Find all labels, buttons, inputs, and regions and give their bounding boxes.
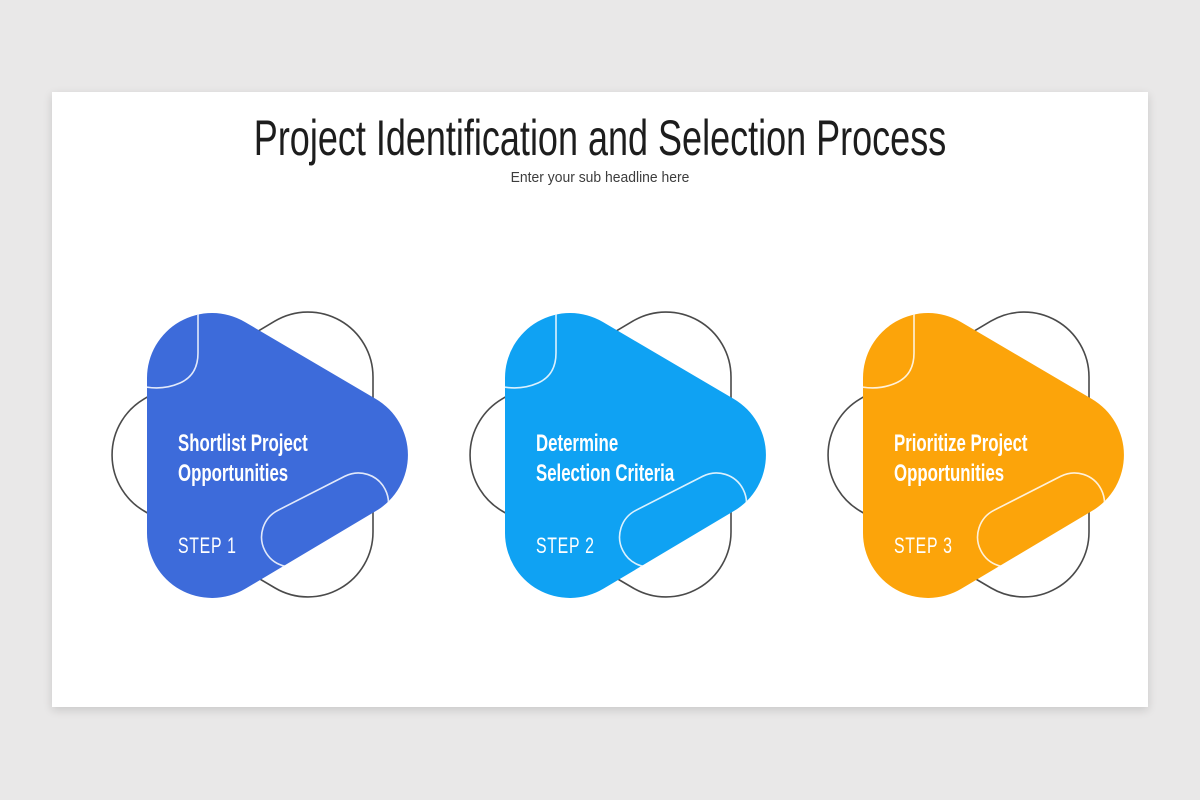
inner-corner-line [147, 313, 199, 389]
step-shape-graphic [111, 311, 408, 598]
step-shape-graphic [469, 311, 766, 598]
step-title: Determine Selection Criteria [536, 429, 690, 489]
slide-subtitle: Enter your sub headline here [510, 170, 690, 186]
step-filled-triangle [863, 313, 1124, 598]
inner-corner-line [863, 313, 915, 389]
step-title-line2: Opportunities [894, 460, 1005, 487]
step-title-line1: Determine [536, 430, 619, 457]
step-title-line2: Opportunities [178, 460, 289, 487]
step-group-3: Prioritize Project Opportunities STEP 3 [816, 283, 1156, 608]
background-outline-triangle [111, 311, 374, 598]
step-title-line1: Shortlist Project [178, 430, 308, 457]
slide-title: Project Identification and Selection Pro… [253, 110, 947, 166]
step-title-line2: Selection Criteria [536, 460, 675, 487]
step-number-label: STEP 2 [536, 533, 595, 558]
step-shape-graphic [827, 311, 1124, 598]
step-number-label: STEP 1 [178, 533, 237, 558]
step-title: Shortlist Project Opportunities [178, 429, 332, 489]
step-filled-triangle [505, 313, 766, 598]
step-title-line1: Prioritize Project [894, 430, 1028, 457]
inner-corner-line [505, 313, 557, 389]
step-group-2: Determine Selection Criteria STEP 2 [458, 283, 798, 608]
background-outline-triangle [469, 311, 732, 598]
step-number-label: STEP 3 [894, 533, 953, 558]
background-outline-triangle [827, 311, 1090, 598]
step-title: Prioritize Project Opportunities [894, 429, 1048, 489]
step-group-1: Shortlist Project Opportunities STEP 1 [100, 283, 440, 608]
slide-canvas: Project Identification and Selection Pro… [52, 92, 1148, 707]
step-filled-triangle [147, 313, 408, 598]
